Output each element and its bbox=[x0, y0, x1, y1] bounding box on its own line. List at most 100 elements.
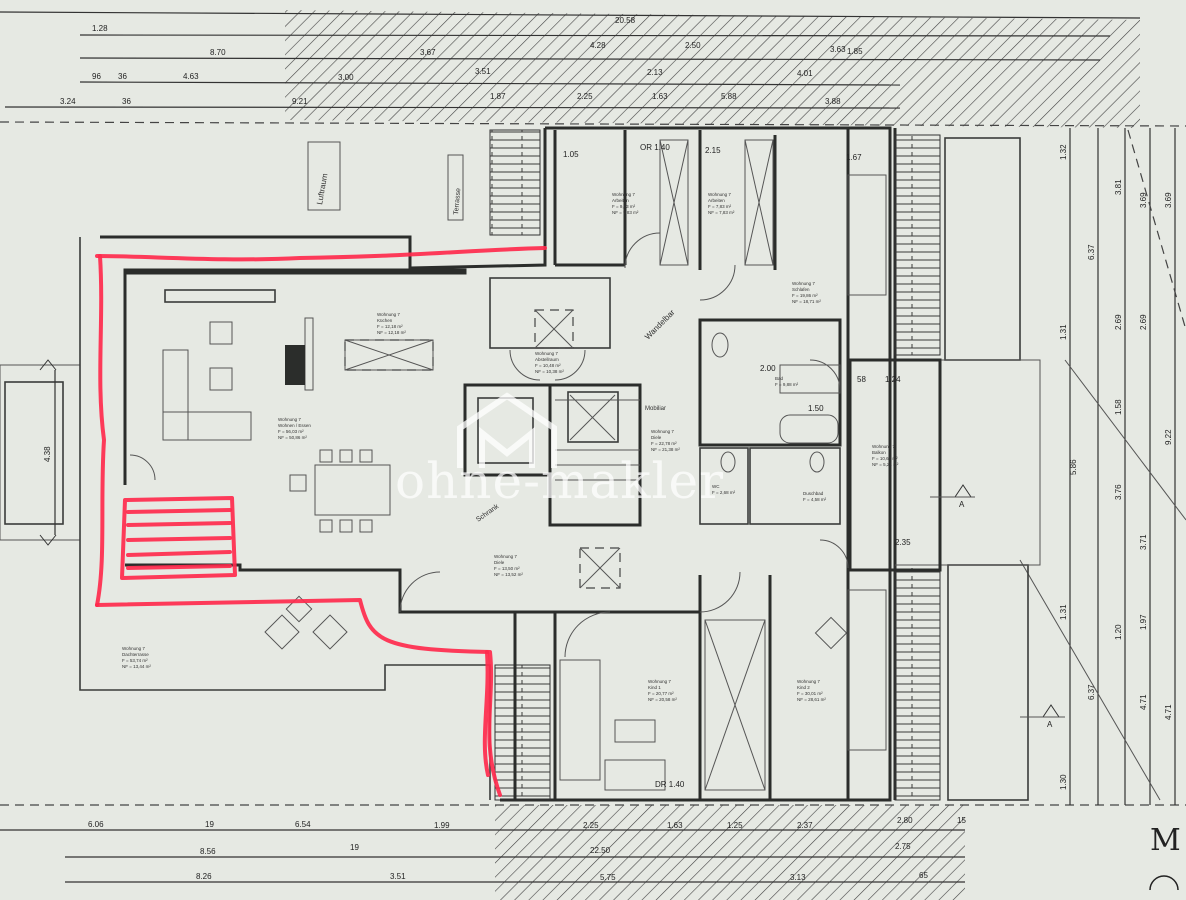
svg-text:6.37: 6.37 bbox=[1087, 684, 1096, 700]
window-symbols bbox=[559, 139, 887, 791]
svg-text:3.81: 3.81 bbox=[1114, 179, 1123, 195]
roof-hatch-areas bbox=[285, 10, 1140, 900]
svg-text:20.58: 20.58 bbox=[615, 16, 636, 25]
svg-text:1.31: 1.31 bbox=[1059, 604, 1068, 620]
svg-text:F = 7,83 m²: F = 7,83 m² bbox=[708, 204, 732, 209]
svg-text:Diele: Diele bbox=[651, 435, 662, 440]
svg-text:9.22: 9.22 bbox=[1164, 429, 1173, 445]
svg-text:1.87: 1.87 bbox=[490, 92, 506, 101]
svg-text:Wohnung 7: Wohnung 7 bbox=[535, 351, 558, 356]
svg-text:Abstellraum: Abstellraum bbox=[535, 357, 559, 362]
svg-text:Schlafen: Schlafen bbox=[792, 287, 810, 292]
svg-text:F = 56,03 m²: F = 56,03 m² bbox=[278, 429, 304, 434]
svg-text:A: A bbox=[1047, 720, 1053, 729]
svg-text:2.69: 2.69 bbox=[1139, 314, 1148, 330]
svg-text:Wohnung 7: Wohnung 7 bbox=[651, 429, 674, 434]
svg-text:1.50: 1.50 bbox=[808, 404, 824, 413]
svg-text:F = 4,58 m²: F = 4,58 m² bbox=[803, 497, 827, 502]
svg-text:NF = 13,44 m²: NF = 13,44 m² bbox=[122, 664, 151, 669]
svg-text:WC: WC bbox=[712, 484, 720, 489]
interior-walls bbox=[463, 130, 942, 800]
svg-text:1.25: 1.25 bbox=[727, 821, 743, 830]
svg-text:Küchen: Küchen bbox=[377, 318, 393, 323]
red-line-left bbox=[95, 254, 106, 607]
svg-text:2.00: 2.00 bbox=[760, 364, 776, 373]
red-line-bottom bbox=[95, 598, 502, 797]
svg-text:Wohnung 7: Wohnung 7 bbox=[612, 192, 635, 197]
skylights bbox=[344, 309, 621, 589]
svg-text:19: 19 bbox=[350, 843, 359, 852]
svg-text:2.75: 2.75 bbox=[895, 842, 911, 851]
svg-text:3.71: 3.71 bbox=[1139, 534, 1148, 550]
svg-text:5.88: 5.88 bbox=[721, 92, 737, 101]
svg-text:NF = 28,61 m²: NF = 28,61 m² bbox=[797, 697, 826, 702]
svg-text:6.54: 6.54 bbox=[295, 820, 311, 829]
svg-text:F = 9,83 m²: F = 9,83 m² bbox=[612, 204, 636, 209]
svg-text:NF = 50,86 m²: NF = 50,86 m² bbox=[278, 435, 307, 440]
svg-text:15: 15 bbox=[957, 816, 966, 825]
svg-text:Wohnung 7: Wohnung 7 bbox=[278, 417, 301, 422]
svg-text:8.26: 8.26 bbox=[196, 872, 212, 881]
svg-text:3.69: 3.69 bbox=[1164, 192, 1173, 208]
svg-text:1.28: 1.28 bbox=[92, 24, 108, 33]
dimension-chain-top: 1.28 20.58 8.70 3.67 4.28 2.50 3.63 96 3… bbox=[0, 11, 1186, 127]
svg-text:65: 65 bbox=[919, 871, 928, 880]
svg-text:3.76: 3.76 bbox=[1114, 484, 1123, 500]
svg-text:Kind 1: Kind 1 bbox=[648, 685, 661, 690]
svg-text:2.35: 2.35 bbox=[895, 538, 911, 547]
svg-text:Dachterrasse: Dachterrasse bbox=[122, 652, 149, 657]
svg-text:3.24: 3.24 bbox=[60, 97, 76, 106]
svg-text:Wohnung 7: Wohnung 7 bbox=[122, 646, 145, 651]
svg-text:4.28: 4.28 bbox=[590, 41, 606, 50]
svg-text:Wohnen / Essen: Wohnen / Essen bbox=[278, 423, 311, 428]
svg-text:NF = 5,21 m²: NF = 5,21 m² bbox=[872, 462, 899, 467]
svg-text:3.63: 3.63 bbox=[830, 45, 846, 54]
svg-text:1.63: 1.63 bbox=[667, 821, 683, 830]
svg-text:5.75: 5.75 bbox=[600, 873, 616, 882]
svg-text:NF = 20,58 m²: NF = 20,58 m² bbox=[648, 697, 677, 702]
svg-text:3.69: 3.69 bbox=[1139, 192, 1148, 208]
svg-text:4.71: 4.71 bbox=[1164, 704, 1173, 720]
svg-text:1.97: 1.97 bbox=[1139, 614, 1148, 630]
red-hatched-block bbox=[120, 496, 237, 580]
section-markers: A A bbox=[39, 359, 1065, 729]
svg-text:F = 10,68 m²: F = 10,68 m² bbox=[872, 456, 898, 461]
dimension-chain-bottom: 6.06 19 6.54 1.99 2.25 1.63 1.25 2.37 2.… bbox=[0, 804, 1186, 883]
svg-text:F = 13,50 m²: F = 13,50 m² bbox=[494, 566, 520, 571]
svg-text:NF = 13,52 m²: NF = 13,52 m² bbox=[494, 572, 523, 577]
red-line-top bbox=[95, 246, 547, 262]
svg-text:F = 20,77 m²: F = 20,77 m² bbox=[648, 691, 674, 696]
svg-text:6.37: 6.37 bbox=[1087, 244, 1096, 260]
svg-text:OR 1.40: OR 1.40 bbox=[640, 143, 670, 152]
svg-text:F = 12,18 m²: F = 12,18 m² bbox=[377, 324, 403, 329]
svg-text:19: 19 bbox=[205, 820, 214, 829]
svg-text:1.32: 1.32 bbox=[1059, 144, 1068, 160]
svg-text:3.67: 3.67 bbox=[420, 48, 436, 57]
svg-text:Diele: Diele bbox=[494, 560, 505, 565]
svg-text:Wohnung 7: Wohnung 7 bbox=[377, 312, 400, 317]
svg-text:DR 1.40: DR 1.40 bbox=[655, 780, 685, 789]
svg-text:Bad: Bad bbox=[775, 376, 784, 381]
svg-text:Duschbad: Duschbad bbox=[803, 491, 824, 496]
svg-text:4.01: 4.01 bbox=[797, 69, 813, 78]
room-label-wc: WCF = 2,68 m² bbox=[712, 484, 736, 495]
svg-text:F = 2,68 m²: F = 2,68 m² bbox=[712, 490, 736, 495]
svg-text:Arbeiten: Arbeiten bbox=[708, 198, 725, 203]
svg-text:2.69: 2.69 bbox=[1114, 314, 1123, 330]
svg-text:Balkon: Balkon bbox=[872, 450, 886, 455]
svg-text:2.37: 2.37 bbox=[797, 821, 813, 830]
svg-text:Wohnung 7: Wohnung 7 bbox=[494, 554, 517, 559]
svg-text:NF = 10,38 m²: NF = 10,38 m² bbox=[535, 369, 564, 374]
svg-text:Wohnung 7: Wohnung 7 bbox=[708, 192, 731, 197]
svg-text:1.24: 1.24 bbox=[885, 375, 901, 384]
